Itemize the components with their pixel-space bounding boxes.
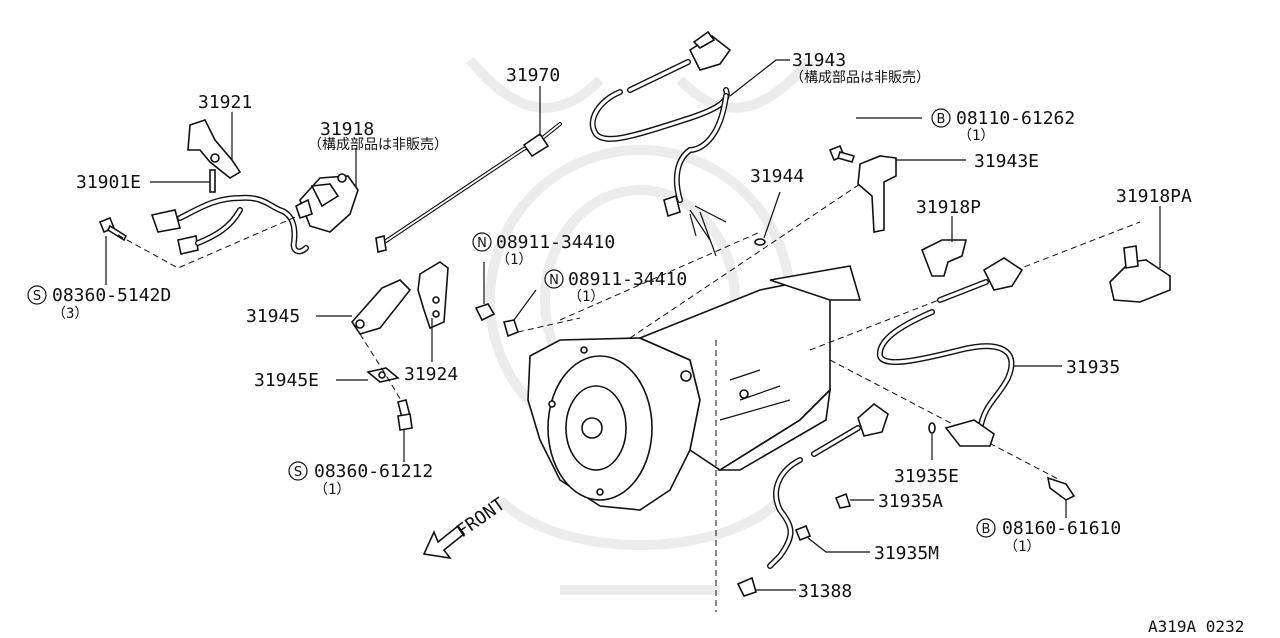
label-31970: 31970 [506,65,560,86]
bolt-08160-61610[interactable] [1046,476,1076,501]
label-08360-5142D: 08360-5142D [52,285,171,306]
bracket-31945[interactable] [350,279,412,335]
marker-b-08110-61262: B [931,108,951,128]
label-31945: 31945 [246,306,300,327]
label-31388: 31388 [798,581,852,602]
leader-dash-31918PA [809,221,1141,351]
label-08160-61610-qty: （1） [1004,539,1040,555]
ring-31935E[interactable] [928,422,936,434]
leader-dash-31944 [559,231,761,321]
label-31918P: 31918P [916,197,981,218]
bracket-31918PA[interactable] [1109,245,1171,303]
label-08911-34410-b-qty: （1） [568,289,604,305]
label-31935M: 31935M [874,543,939,564]
nut-08911-34410-a[interactable] [474,303,496,322]
bolt-08360-61212[interactable] [397,399,413,431]
label-08360-61212-qty: （1） [314,482,350,498]
label-31935E: 31935E [894,466,959,487]
svg-text:N: N [477,236,487,251]
marker-b-08160-61610: B [976,518,996,538]
label-08911-34410-b: 08911-34410 [568,269,687,290]
nut-08911-34410-b[interactable] [502,319,519,338]
leader-dash-31945 [359,333,403,403]
clip-31944[interactable] [754,238,766,246]
bolt-08110-61262[interactable] [828,144,856,163]
bracket-31943E[interactable] [857,155,897,233]
harness-lower[interactable] [767,402,889,569]
label-31943: 31943 [792,50,846,71]
label-31945E: 31945E [254,370,319,391]
marker-n-08911-34410-b: N [544,269,564,289]
svg-text:N: N [549,273,559,288]
marker-n-08911-34410-a: N [472,232,492,252]
label-31944: 31944 [750,166,804,187]
label-31943-note: （構成部品は非販売） [790,70,930,86]
leader-31943 [729,59,790,97]
label-31918-note: （構成部品は非販売） [308,137,448,153]
clip-31388[interactable] [736,576,757,597]
label-31943E: 31943E [974,151,1039,172]
label-31935: 31935 [1066,357,1120,378]
label-31924: 31924 [404,364,458,385]
leader-31944 [763,191,781,239]
marker-s-08360-5142D: S [27,285,47,305]
label-31901E: 31901E [76,172,141,193]
control-rod-31970[interactable] [375,122,562,253]
leader-dash-08360-5142D [117,214,301,269]
transmission-assembly[interactable] [527,265,862,511]
label-08360-5142D-qty: （3） [52,306,88,322]
leader-dash-08160 [829,359,1061,481]
svg-text:S: S [294,465,302,480]
label-08160-61610: 08160-61610 [1002,518,1121,539]
leader-08911-34410-b [513,289,537,321]
bolt-31935A[interactable] [834,492,852,509]
svg-text:S: S [33,289,41,304]
leader-dash-nut [517,317,581,333]
leader-dash-bracket [629,183,861,339]
label-08360-61212: 08360-61212 [314,461,433,482]
neutral-switch-assembly[interactable] [150,119,359,255]
label-08110-61262-qty: （1） [958,128,994,144]
diagram-code: A319A 0232 [1148,617,1244,636]
front-direction-arrow: FRONT [422,494,510,560]
marker-s-08360-61212: S [288,461,308,481]
harness-31943[interactable] [589,30,732,257]
label-31935A: 31935A [878,491,943,512]
label-08911-34410-a-qty: （1） [496,252,532,268]
label-08110-61262: 08110-61262 [956,108,1075,129]
bracket-31924[interactable] [417,261,449,330]
harness-31935[interactable] [876,257,1024,447]
svg-text:B: B [937,112,946,127]
svg-text:B: B [982,522,991,537]
label-08911-34410-a: 08911-34410 [496,232,615,253]
label-31918PA: 31918PA [1116,186,1192,207]
bracket-31918P[interactable] [920,239,968,277]
label-31921: 31921 [198,92,252,113]
front-label: FRONT [453,494,510,542]
leader-31935M [807,537,870,553]
plate-31945E[interactable] [366,367,400,383]
label-31918: 31918 [320,119,374,140]
